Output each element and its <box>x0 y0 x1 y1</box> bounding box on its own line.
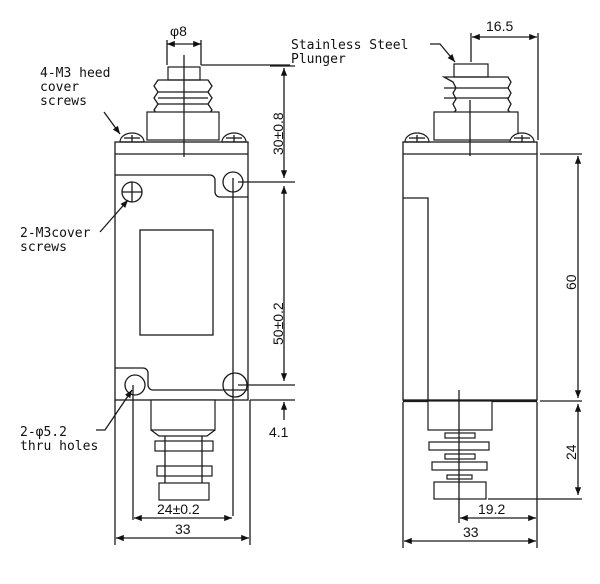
hole-spacing-vertical-dim: 50±0.2 <box>270 302 286 345</box>
top-plunger <box>146 66 220 141</box>
head-cover-screws <box>119 132 247 143</box>
head-screws-note-3: screws <box>40 94 87 109</box>
hole-offset-dim: 4.1 <box>269 424 289 440</box>
plunger-diameter-label: φ8 <box>170 23 187 39</box>
plunger-note-line2: Plunger <box>291 52 346 67</box>
head-screws-note-2: cover <box>40 80 79 95</box>
bottom-plunger <box>150 399 216 501</box>
side-actuator <box>427 400 493 500</box>
cover-screws-note-2: screws <box>20 240 67 255</box>
plunger-offset-dim: 16.5 <box>486 18 513 34</box>
front-body <box>114 141 249 401</box>
head-height-dim: 30±0.8 <box>270 112 286 155</box>
hole-spacing-horizontal-dim: 24±0.2 <box>157 501 200 517</box>
side-width-dim: 33 <box>463 524 479 540</box>
side-view: 16.5 60 24 19.2 33 <box>402 18 582 548</box>
actuator-height-dim: 24 <box>563 444 579 460</box>
plunger-note-line1: Stainless Steel <box>291 38 408 53</box>
front-view: φ8 Stainless Steel Plunger 30±0.8 50±0.2… <box>20 23 456 545</box>
holes-note-2: thru holes <box>20 439 98 454</box>
front-width-dim: 33 <box>175 521 191 537</box>
cover-screws-note-1: 2-M3cover <box>20 226 91 241</box>
body-height-dim: 60 <box>563 274 579 290</box>
side-body <box>402 141 538 403</box>
side-plunger <box>404 63 535 143</box>
actuator-offset-dim: 19.2 <box>478 501 505 517</box>
holes-note-1: 2-φ5.2 <box>20 425 67 440</box>
head-screws-note-1: 4-M3 heed <box>40 66 110 81</box>
